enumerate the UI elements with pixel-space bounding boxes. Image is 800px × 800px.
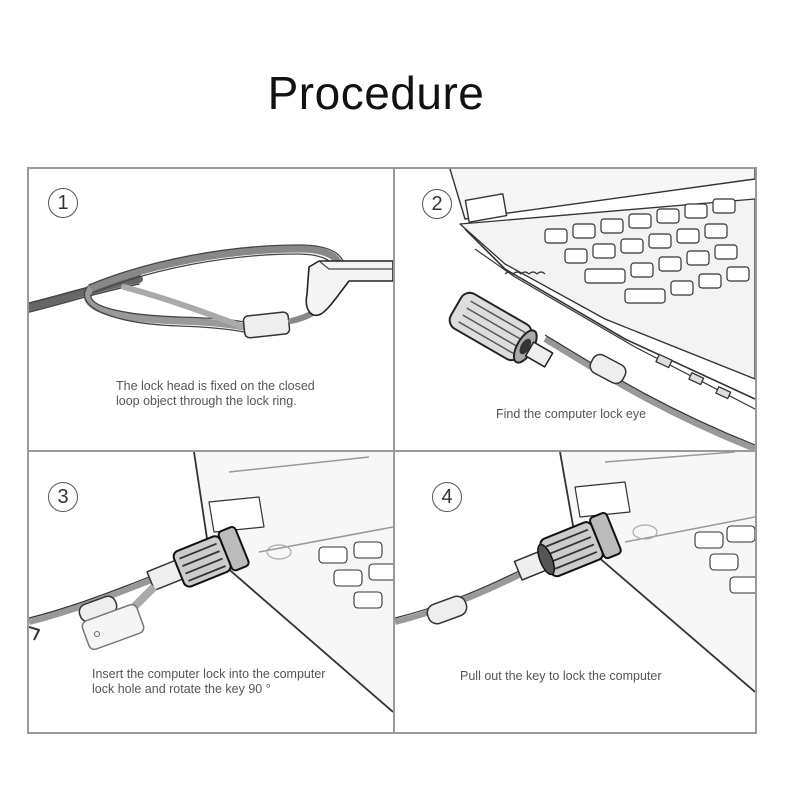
grid-divider-horizontal (29, 450, 755, 452)
laptop-lock-eye-illustration (448, 169, 755, 450)
step-caption: Find the computer lock eye (496, 407, 647, 421)
step-caption: The lock head is fixed on the closed loo… (116, 379, 315, 408)
page-title: Procedure (267, 67, 485, 119)
step-caption: Pull out the key to lock the computer (460, 669, 662, 683)
step-number-badge: 1 (48, 188, 78, 218)
step-2-panel: 2 Find the computer lock eye (395, 169, 755, 450)
procedure-grid: 1 The lock head is fixed on the closed l… (27, 167, 757, 734)
step-4-panel: 4 Pull out the key to lock the computer (395, 452, 755, 732)
lock-without-key-illustration (395, 452, 755, 693)
step-number-badge: 3 (48, 482, 78, 512)
step-1-panel: 1 The lock head is fixed on the closed l… (29, 169, 393, 450)
step-3-panel: 3 Insert the computer lock into the comp… (29, 452, 393, 732)
step-caption: Insert the computer lock into the comput… (92, 667, 326, 696)
cable-loop-illustration (29, 244, 393, 339)
step-number-badge: 4 (432, 482, 462, 512)
step-number-badge: 2 (422, 189, 452, 219)
lock-with-key-illustration (29, 452, 393, 713)
